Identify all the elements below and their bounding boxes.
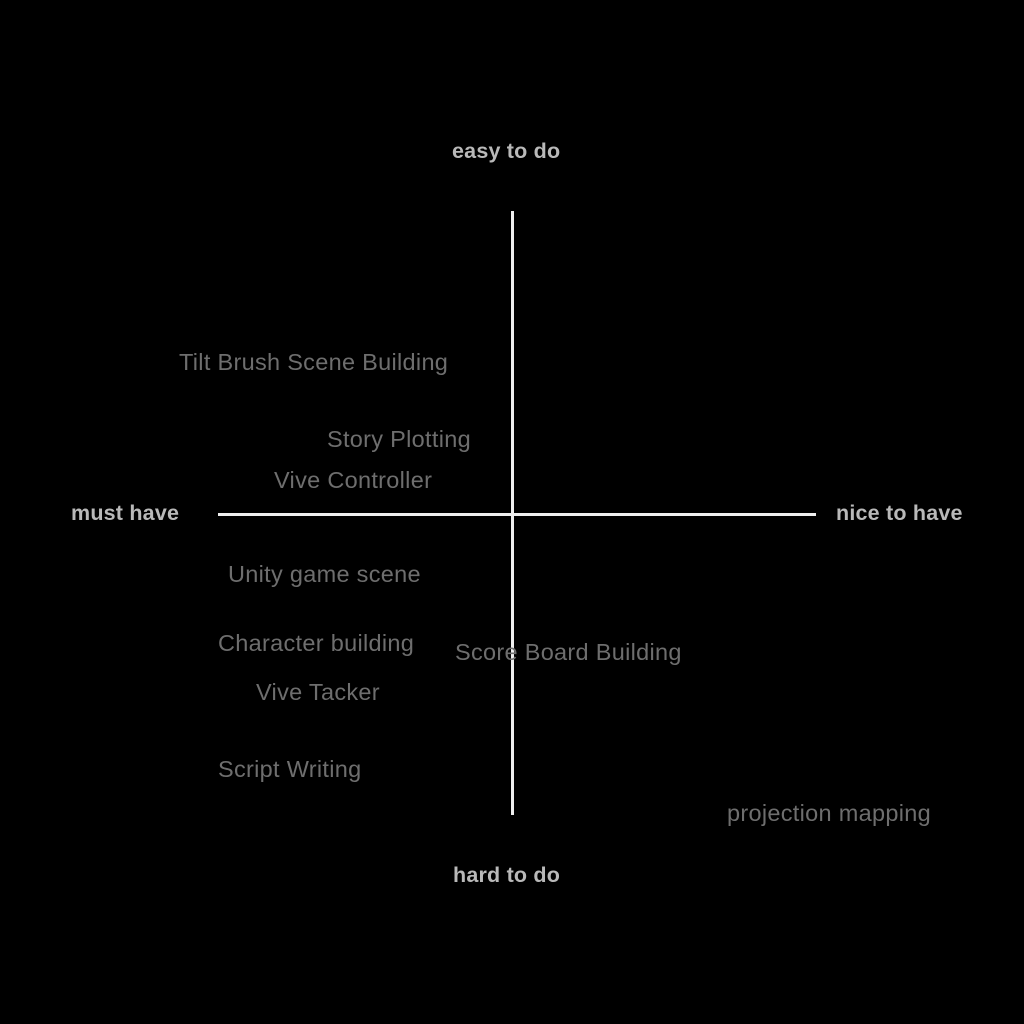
axis-label-top: easy to do (452, 139, 561, 163)
matrix-item[interactable]: Tilt Brush Scene Building (179, 349, 449, 375)
axis-label-right: nice to have (836, 501, 963, 525)
matrix-item[interactable]: Unity game scene (228, 561, 421, 587)
matrix-item[interactable]: Story Plotting (327, 426, 471, 452)
axis-label-left: must have (71, 501, 180, 525)
matrix-item[interactable]: Vive Controller (274, 467, 433, 493)
matrix-item[interactable]: Script Writing (218, 756, 362, 782)
matrix-item[interactable]: Score Board Building (455, 639, 682, 665)
matrix-item[interactable]: projection mapping (727, 800, 931, 826)
horizontal-axis-line (218, 513, 816, 516)
matrix-item[interactable]: Character building (218, 630, 415, 656)
axis-label-bottom: hard to do (453, 863, 561, 887)
matrix-item[interactable]: Vive Tacker (256, 679, 380, 705)
